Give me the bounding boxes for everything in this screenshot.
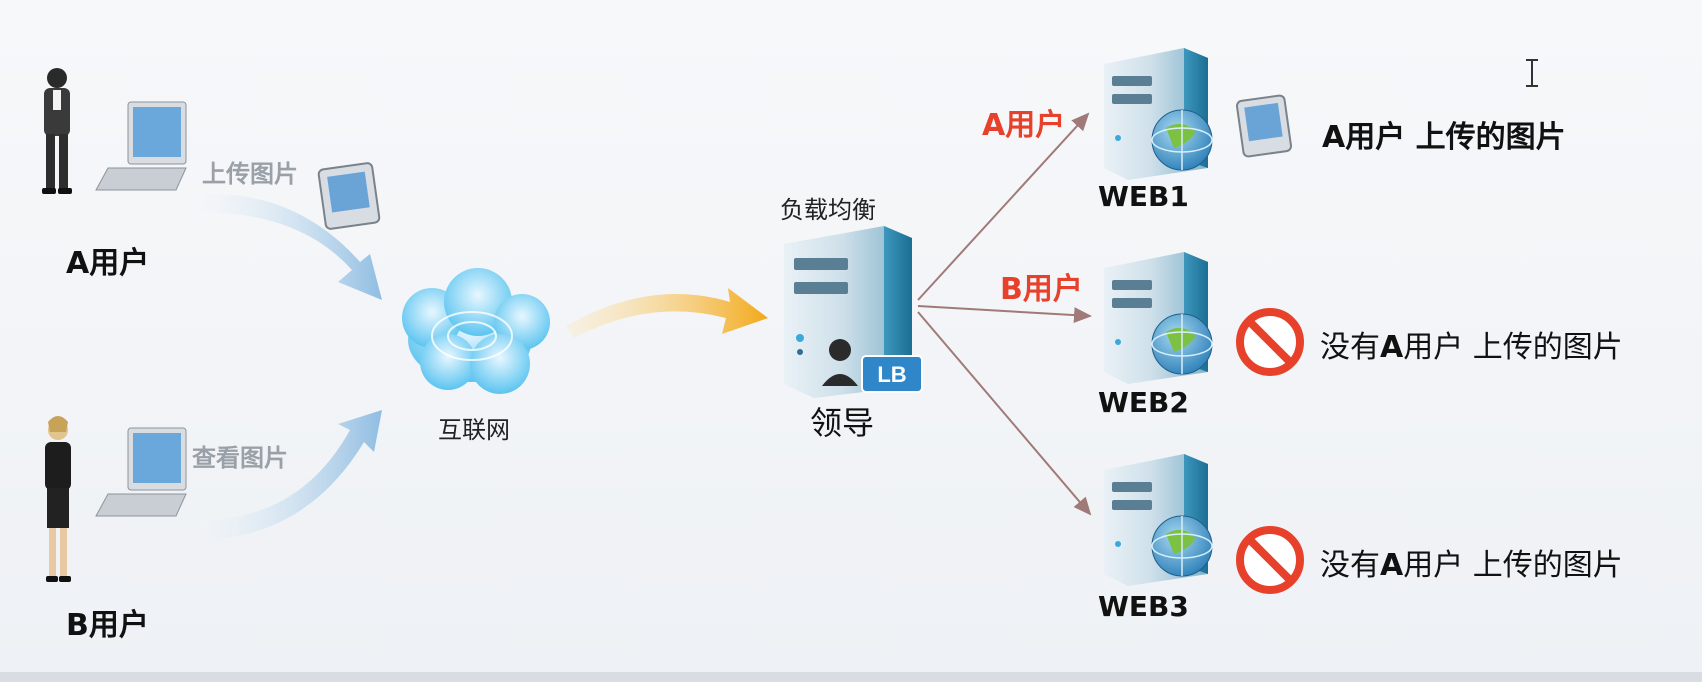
web1-result-text: A用户 上传的图片 <box>1322 120 1566 155</box>
route-web1-line <box>917 112 1090 301</box>
web2-prohibited-icon <box>1236 308 1304 376</box>
leader-avatar-icon <box>822 339 858 386</box>
lb-badge: LB <box>861 355 923 393</box>
web1-server-icon <box>1104 48 1213 180</box>
internet-cloud-icon <box>402 268 550 394</box>
web3-server-icon <box>1104 454 1213 586</box>
image-icon <box>317 162 381 230</box>
laptop-b-icon <box>95 427 187 517</box>
web1-image-icon <box>1235 94 1293 158</box>
internet-label: 互联网 <box>438 416 510 444</box>
web2-server-icon <box>1104 252 1213 384</box>
web3-result-text: 没有A用户 上传的图片 <box>1320 548 1623 583</box>
route-web3-line <box>917 311 1092 516</box>
route-a-user-label: A用户 <box>982 108 1066 143</box>
user-a-label: A用户 <box>66 246 150 281</box>
user-b-label: B用户 <box>66 608 149 643</box>
lb-arrow <box>566 288 768 338</box>
person-b-icon <box>45 416 71 582</box>
lb-badge-text: LB <box>877 362 906 387</box>
upload-arrow <box>200 193 382 300</box>
laptop-a-icon <box>95 101 187 191</box>
bottom-bar <box>0 672 1702 682</box>
person-a-icon <box>42 68 72 194</box>
web1-label: WEB1 <box>1098 180 1189 213</box>
view-label: 查看图片 <box>192 444 288 472</box>
web3-prohibited-icon <box>1236 526 1304 594</box>
leader-label: 领导 <box>810 404 875 442</box>
route-web2-line <box>917 305 1092 324</box>
view-arrow <box>200 410 382 540</box>
lb-caption: 负载均衡 <box>780 196 876 224</box>
web2-label: WEB2 <box>1098 386 1189 419</box>
route-b-user-label: B用户 <box>1000 272 1083 307</box>
text-cursor-icon <box>1526 59 1538 87</box>
upload-label: 上传图片 <box>202 160 298 188</box>
web3-label: WEB3 <box>1098 590 1189 623</box>
web2-result-text: 没有A用户 上传的图片 <box>1320 330 1623 365</box>
